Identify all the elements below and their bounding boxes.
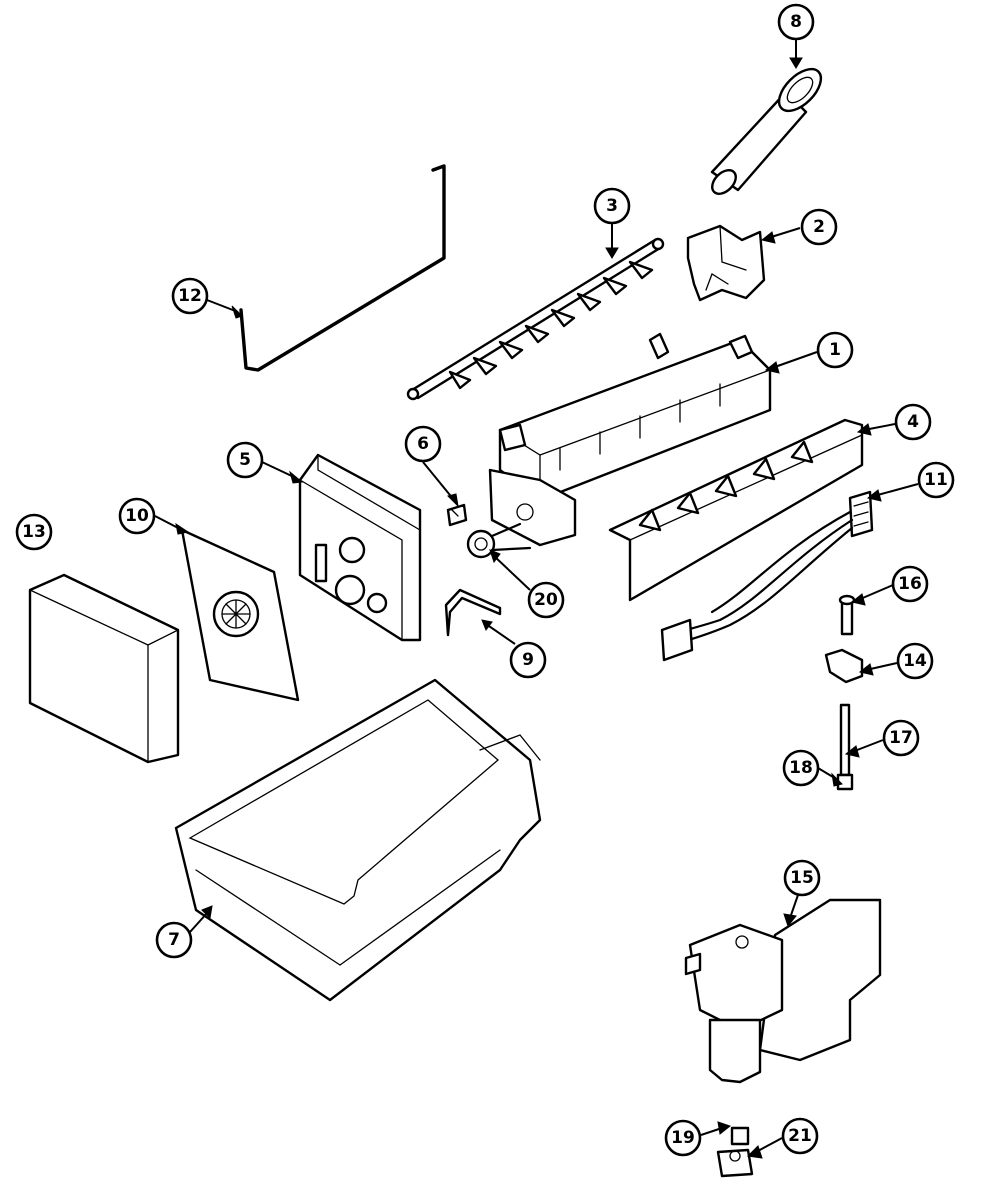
part-19-ferrule [730, 1126, 750, 1146]
callout-20: 20 [527, 581, 565, 619]
callout-15: 15 [783, 859, 821, 897]
part-13-cover-box [28, 573, 180, 764]
callout-16-label: 16 [898, 574, 922, 594]
callout-20-label: 20 [534, 590, 558, 610]
callout-17-label: 17 [889, 728, 913, 748]
callout-12: 12 [171, 277, 209, 315]
callout-18: 18 [782, 749, 820, 787]
callout-9-label: 9 [522, 650, 534, 670]
callout-16: 16 [891, 565, 929, 603]
callout-6-label: 6 [417, 434, 429, 454]
callout-15-label: 15 [790, 868, 814, 888]
part-15-water-valve [684, 898, 882, 1084]
callout-12-label: 12 [178, 286, 202, 306]
callout-3: 3 [593, 187, 631, 225]
callout-3-label: 3 [606, 196, 618, 216]
callout-4: 4 [894, 403, 932, 441]
part-21-nut [716, 1148, 754, 1178]
callout-5-label: 5 [239, 450, 251, 470]
part-8-fill-tube [710, 67, 823, 195]
callout-19-label: 19 [671, 1128, 695, 1148]
callout-6: 6 [404, 425, 442, 463]
part-9-bracket [444, 588, 502, 637]
part-11-wire-harness [660, 490, 874, 662]
callout-21: 21 [781, 1117, 819, 1155]
callout-10-label: 10 [125, 506, 149, 526]
callout-7: 7 [155, 921, 193, 959]
part-5-control-housing [298, 453, 422, 642]
part-12-shutoff-arm [239, 164, 446, 372]
callout-14-label: 14 [903, 651, 927, 671]
callout-5: 5 [226, 441, 264, 479]
part-17-tube [839, 703, 851, 777]
callout-1-label: 1 [829, 340, 841, 360]
callout-1: 1 [816, 331, 854, 369]
callout-13: 13 [15, 513, 53, 551]
callout-11-label: 11 [924, 470, 948, 490]
callout-4-label: 4 [907, 412, 919, 432]
part-2-bracket [686, 224, 766, 302]
callout-2-label: 2 [813, 217, 825, 237]
callout-8-label: 8 [790, 12, 802, 32]
part-3-ejector [406, 237, 665, 401]
part-10-cover [180, 528, 300, 702]
callout-17: 17 [882, 719, 920, 757]
part-20-thermostat [466, 522, 532, 559]
leader-lines [154, 40, 919, 1159]
callout-14: 14 [896, 642, 934, 680]
callout-11: 11 [917, 461, 955, 499]
callout-13-label: 13 [22, 522, 46, 542]
part-4-stripper [608, 418, 864, 602]
callout-2: 2 [800, 208, 838, 246]
callout-18-label: 18 [789, 758, 813, 778]
part-14-clamp [824, 648, 864, 684]
callout-21-label: 21 [788, 1126, 812, 1146]
callout-7-label: 7 [168, 930, 180, 950]
part-7-ice-bucket [174, 678, 542, 1002]
callout-9: 9 [509, 641, 547, 679]
part-1-mold [488, 332, 772, 547]
callout-10: 10 [118, 497, 156, 535]
callout-19: 19 [664, 1119, 702, 1157]
part-6-clip [446, 503, 468, 527]
callout-8: 8 [777, 3, 815, 41]
